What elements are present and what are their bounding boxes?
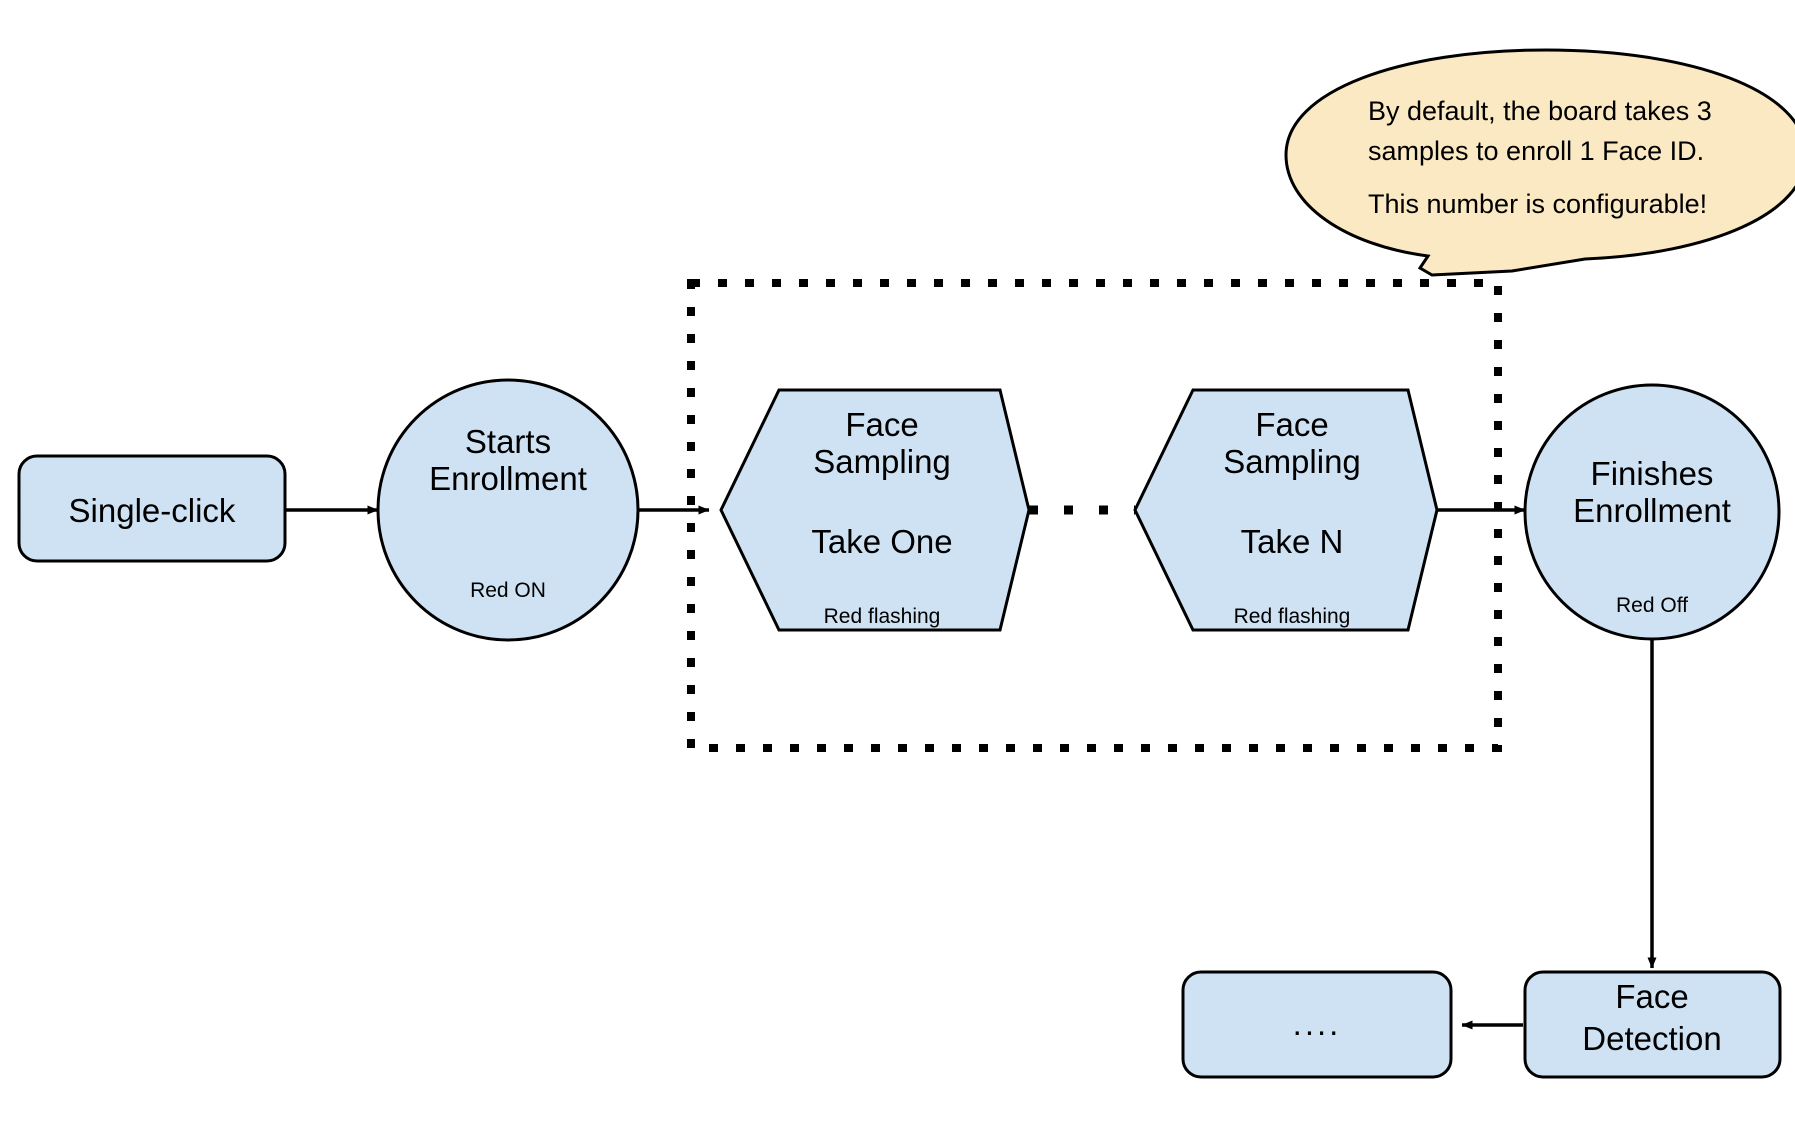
face-sampling-one-status: Red flashing: [824, 605, 941, 628]
starts-enrollment-label-line2: Enrollment: [429, 460, 587, 497]
node-face-detection[interactable]: Face Detection: [1523, 970, 1782, 1079]
face-sampling-one-label-line2: Sampling: [813, 443, 951, 480]
face-sampling-n-take: Take N: [1241, 523, 1344, 560]
face-sampling-n-hexagon[interactable]: [1133, 388, 1439, 632]
node-single-click[interactable]: Single-click: [17, 454, 287, 563]
face-detection-label-line1: Face: [1615, 978, 1688, 1015]
node-finishes-enrollment[interactable]: Finishes Enrollment Red Off: [1523, 383, 1781, 641]
node-starts-enrollment[interactable]: Starts Enrollment Red ON: [376, 378, 640, 642]
single-click-box[interactable]: [17, 454, 287, 563]
face-sampling-n-label-line1: Face: [1255, 406, 1328, 443]
face-sampling-one-label-line1: Face: [845, 406, 918, 443]
starts-enrollment-circle[interactable]: [376, 378, 640, 642]
continuation-label: ....: [1293, 1005, 1342, 1042]
face-sampling-one-hexagon[interactable]: [719, 388, 1031, 632]
face-sampling-n-label-line2: Sampling: [1223, 443, 1361, 480]
starts-enrollment-label-line1: Starts: [465, 423, 551, 460]
node-face-sampling-one[interactable]: Face Sampling Take One Red flashing: [719, 388, 1031, 632]
finishes-enrollment-status: Red Off: [1616, 594, 1688, 617]
callout-shape: [1284, 48, 1795, 277]
continuation-box[interactable]: [1181, 970, 1453, 1079]
face-sampling-one-take: Take One: [811, 523, 952, 560]
node-face-sampling-n[interactable]: Face Sampling Take N Red flashing: [1133, 388, 1439, 632]
callout-line2: samples to enroll 1 Face ID.: [1368, 136, 1704, 166]
starts-enrollment-status: Red ON: [470, 579, 546, 602]
callout-line3: This number is configurable!: [1368, 189, 1707, 219]
face-detection-box[interactable]: [1523, 970, 1782, 1079]
finishes-enrollment-label-line2: Enrollment: [1573, 492, 1731, 529]
face-sampling-n-status: Red flashing: [1234, 605, 1351, 628]
callout-bubble: By default, the board takes 3 samples to…: [1284, 48, 1795, 277]
node-continuation[interactable]: ....: [1181, 970, 1453, 1079]
callout-line1: By default, the board takes 3: [1368, 96, 1712, 126]
face-detection-label-line2: Detection: [1582, 1020, 1721, 1057]
finishes-enrollment-label-line1: Finishes: [1591, 455, 1714, 492]
single-click-label: Single-click: [69, 492, 236, 529]
sampling-group-box: [687, 279, 1502, 752]
finishes-enrollment-circle[interactable]: [1523, 383, 1781, 641]
